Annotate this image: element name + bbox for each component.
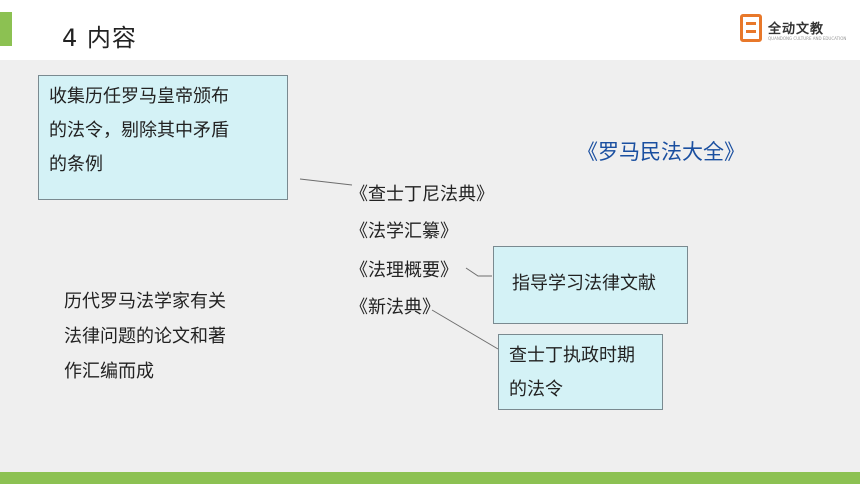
header-accent-bar <box>0 12 12 46</box>
scholars-line-2: 法律问题的论文和著 <box>64 326 226 347</box>
slide-title: 4 内容 <box>62 24 137 52</box>
justinian-line-2: 的法令 <box>509 379 563 400</box>
guide-box: 指导学习法律文献 <box>493 246 688 324</box>
logo: 全动文教 QUANDONG CULTURE AND EDUCATION <box>740 14 846 46</box>
book-item-institutes: 《法理概要》 <box>350 260 458 281</box>
scholars-paragraph: 历代罗马法学家有关 法律问题的论文和著 作汇编而成 <box>64 284 226 389</box>
logo-mark-icon <box>740 14 762 42</box>
guide-text: 指导学习法律文献 <box>512 273 656 294</box>
book-item-code: 《查士丁尼法典》 <box>350 184 494 205</box>
edicts-line-1: 收集历任罗马皇帝颁布 <box>49 86 229 107</box>
scholars-line-1: 历代罗马法学家有关 <box>64 291 226 312</box>
corpus-juris-title: 《罗马民法大全》 <box>577 140 745 164</box>
edicts-box: 收集历任罗马皇帝颁布 的法令，剔除其中矛盾 的条例 <box>38 75 288 200</box>
scholars-line-3: 作汇编而成 <box>64 361 154 382</box>
header-bar: 4 内容 全动文教 QUANDONG CULTURE AND EDUCATION <box>0 0 860 60</box>
logo-subtext: QUANDONG CULTURE AND EDUCATION <box>768 36 847 41</box>
edicts-line-3: 的条例 <box>49 154 103 175</box>
edicts-line-2: 的法令，剔除其中矛盾 <box>49 120 229 141</box>
logo-text: 全动文教 <box>768 22 825 37</box>
justinian-line-1: 查士丁执政时期 <box>509 345 635 366</box>
book-item-digest: 《法学汇纂》 <box>350 221 458 242</box>
book-item-novels: 《新法典》 <box>350 297 440 318</box>
footer-accent-bar <box>0 472 860 484</box>
justinian-box: 查士丁执政时期 的法令 <box>498 334 663 410</box>
